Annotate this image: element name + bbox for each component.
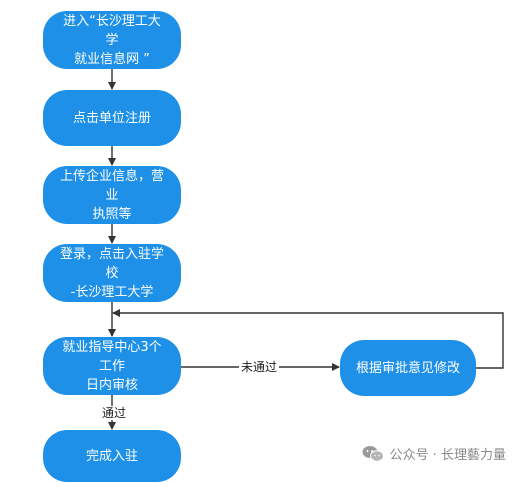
node-review: 就业指导中心3个工作 日内审核 (43, 337, 181, 395)
watermark-text: 公众号 · 长理藝力量 (389, 448, 506, 463)
node-enter-site: 进入“长沙理工大学 就业信息网 ” (43, 11, 181, 69)
edge-label-fail: 未通过 (239, 360, 280, 374)
node-upload-info: 上传企业信息，营业 执照等 (43, 166, 181, 224)
node-revise: 根据审批意见修改 (340, 340, 476, 396)
watermark: 公众号 · 长理藝力量 (362, 444, 506, 463)
node-login: 登录，点击入驻学校 -长沙理工大学 (43, 244, 181, 302)
node-done: 完成入驻 (43, 430, 181, 482)
node-register: 点击单位注册 (43, 90, 181, 146)
wechat-icon (362, 445, 384, 462)
edge-label-pass: 通过 (100, 406, 129, 420)
edge-revise-back-to-review (112, 309, 504, 369)
